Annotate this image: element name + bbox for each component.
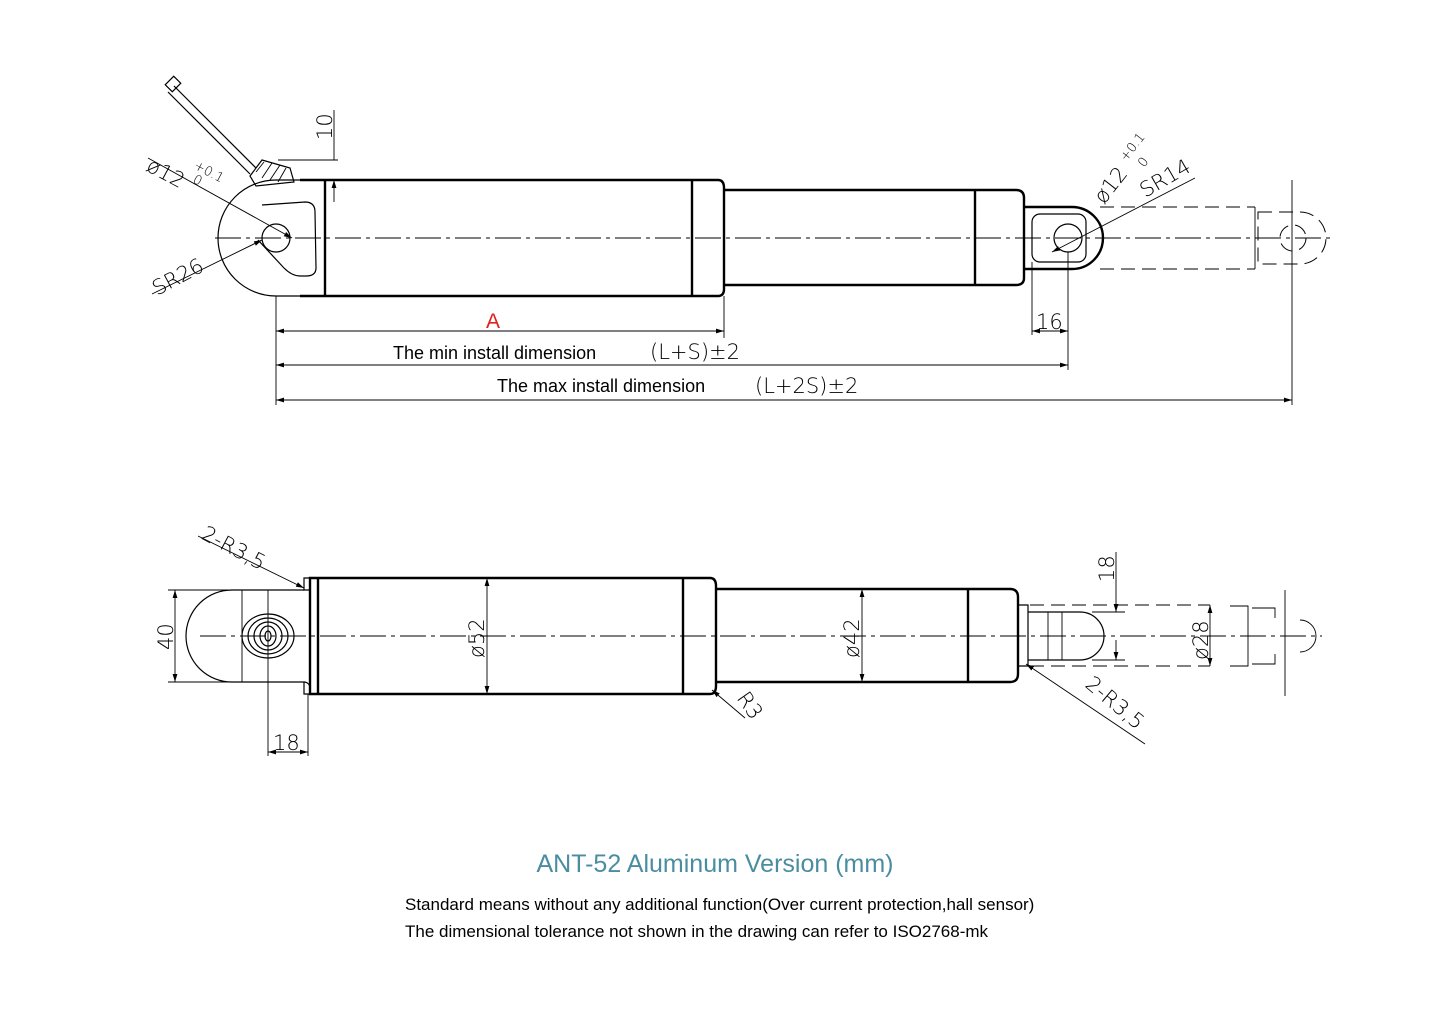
hole-right-leader	[1051, 177, 1196, 253]
dim-52-text: ø52	[465, 618, 489, 658]
drawing-title: ANT-52 Aluminum Version (mm)	[536, 850, 894, 878]
dim-r3-leader	[711, 689, 746, 719]
hole-left-leader	[147, 157, 293, 239]
dim-40: 40	[154, 589, 232, 683]
dim-2r35-right-leader	[1025, 663, 1146, 745]
dim-18-bottom-text: 18	[273, 731, 300, 755]
max-install-formula: (L+2S)±2	[755, 374, 858, 398]
dim-10-text: 10	[313, 113, 337, 140]
max-install-label: The max install dimension	[497, 376, 705, 396]
dim-sr26-text: SR26	[148, 254, 208, 301]
main-tube	[300, 178, 726, 298]
dim-2r35-right-text: 2-R3,5	[1081, 671, 1149, 734]
dim-28-text: ø28	[1189, 620, 1213, 660]
dim-18-right-text: 18	[1095, 555, 1119, 582]
dim-18-bottom: 18	[267, 682, 309, 756]
extended-rod-ghost-side	[1030, 590, 1317, 696]
dim-a-text: A	[486, 310, 500, 333]
tol-zero-left: 0	[190, 172, 204, 189]
inner-tube-side	[716, 587, 1020, 684]
dim-10	[278, 110, 338, 202]
tol-zero-right: 0	[1135, 155, 1152, 171]
dim-hole-right-text: ø12	[1089, 162, 1132, 208]
dim-2r35-left-text: 2-R3,5	[198, 521, 270, 575]
note-standard: Standard means without any additional fu…	[405, 895, 1035, 914]
dim-16-text: 16	[1036, 310, 1063, 334]
extended-rod-ghost	[1100, 180, 1327, 405]
dim-42-text: ø42	[840, 618, 864, 658]
dim-2r35-left-leader	[197, 535, 305, 589]
top-view: ø12 +0.1 0 SR26 ø12 +0.1 0 SR14 10 16 A …	[143, 75, 1330, 405]
note-tolerance: The dimensional tolerance not shown in t…	[405, 922, 989, 941]
dim-18-right: 18	[1092, 552, 1125, 661]
min-install-label: The min install dimension	[393, 343, 596, 363]
dim-r3-text: R3	[732, 687, 768, 724]
inner-tube	[724, 188, 1026, 287]
dim-40-text: 40	[154, 623, 178, 650]
rod-end-side	[1018, 604, 1105, 667]
sr26-leader	[151, 239, 263, 295]
side-view: 2-R3,5 40 18 ø52 ø42 R3 2-R3,5	[154, 521, 1322, 756]
min-install-formula: (L+S)±2	[650, 340, 740, 364]
